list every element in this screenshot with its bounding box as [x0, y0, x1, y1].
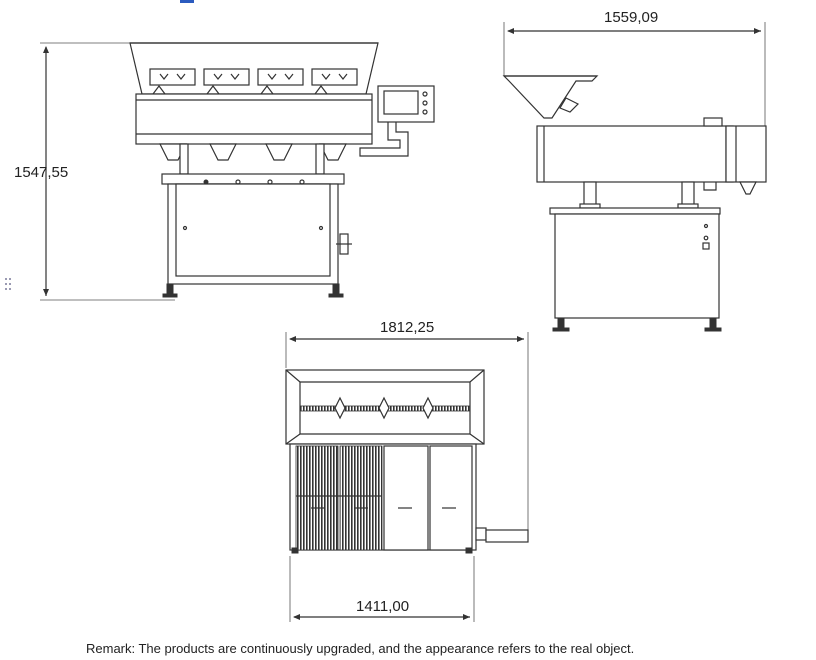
- discharge-cones: [159, 143, 347, 175]
- top-view: 1812,25 1411,00: [285, 319, 529, 622]
- remark-text: Remark: The products are continuously up…: [86, 641, 635, 656]
- top-width-dimension-label: 1812,25: [380, 319, 434, 336]
- height-dimension-label: 1547,55: [14, 164, 68, 181]
- blue-header-fragment: [180, 0, 194, 3]
- front-view: 1547,55: [14, 42, 435, 301]
- top-inner-width-dimension-label: 1411,00: [356, 598, 409, 615]
- drag-handle-icon[interactable]: [5, 278, 13, 294]
- machine-drawing: 1547,55: [14, 9, 767, 622]
- side-width-dimension-label: 1559,09: [604, 9, 658, 26]
- feeder-buckets: [149, 68, 358, 95]
- control-screen: [383, 90, 419, 115]
- side-view: 1559,09: [502, 9, 767, 332]
